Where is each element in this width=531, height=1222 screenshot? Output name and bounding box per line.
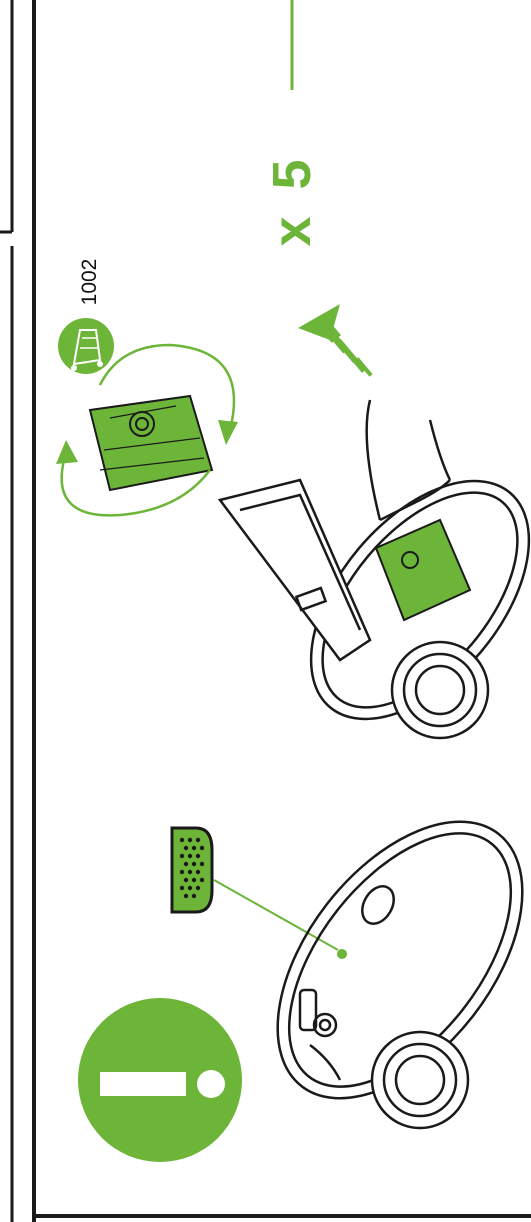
- dust-bag-icon: [90, 396, 212, 490]
- shopping-cart-icon: [58, 318, 114, 374]
- vacuum-cleaner-closed: [229, 777, 531, 1142]
- motion-arrow-icon: [298, 304, 373, 377]
- repeat-count-label: x 5: [262, 140, 322, 260]
- vacuum-cleaner-open: [220, 400, 531, 759]
- bag-full-indicator-icon: [172, 828, 347, 959]
- dust-bag-in-vacuum: [376, 520, 470, 620]
- info-icon: [78, 998, 242, 1162]
- part-number-label: 1002: [78, 252, 102, 312]
